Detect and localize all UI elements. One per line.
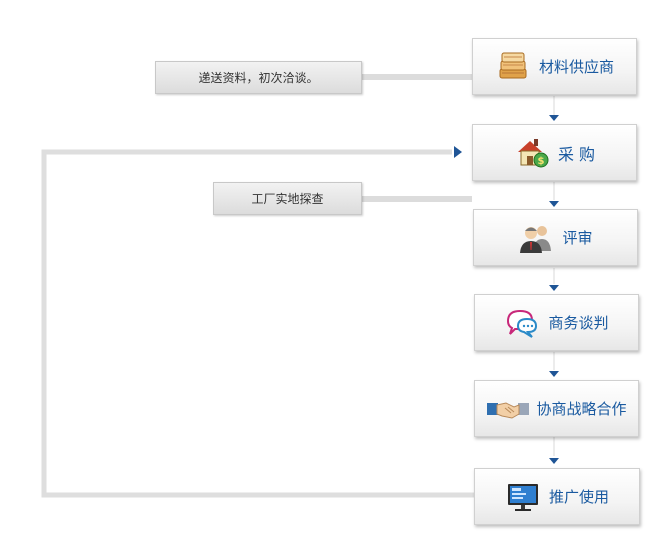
chat-bubbles-icon [504, 305, 540, 341]
step-promotion: 推广使用 [474, 468, 640, 525]
box-stack-icon [495, 49, 531, 85]
arrow-down-1 [549, 115, 559, 121]
step-label: 采 购 [557, 144, 596, 164]
step-label: 协商战略合作 [536, 400, 627, 418]
svg-text:$: $ [537, 156, 544, 167]
note-text: 工厂实地探查 [251, 192, 324, 206]
step-label: 材料供应商 [538, 58, 614, 76]
step-supplier: 材料供应商 [472, 38, 637, 95]
step-label: 商务谈判 [548, 314, 609, 332]
note-connector-2 [362, 196, 472, 202]
note-connector-1 [362, 74, 472, 80]
handshake-icon [486, 391, 530, 427]
note-text: 递送资料，初次洽谈。 [198, 71, 319, 85]
monitor-icon [505, 479, 541, 515]
step-label: 推广使用 [548, 488, 609, 506]
people-icon [518, 220, 554, 256]
house-money-icon: $ [514, 135, 550, 171]
feedback-loop [41, 149, 474, 498]
note-send-materials: 递送资料，初次洽谈。 [155, 61, 362, 94]
step-label: 评审 [562, 229, 593, 247]
arrow-down-5 [549, 458, 559, 464]
step-purchase: $ 采 购 [472, 124, 637, 181]
step-negotiation: 商务谈判 [474, 294, 639, 351]
note-factory-inspection: 工厂实地探查 [213, 182, 362, 215]
arrow-down-2 [549, 201, 559, 207]
arrow-down-3 [549, 285, 559, 291]
step-strategic-cooperation: 协商战略合作 [474, 380, 639, 437]
arrow-down-4 [549, 371, 559, 377]
step-review: 评审 [473, 209, 638, 266]
feedback-arrow [454, 146, 462, 158]
